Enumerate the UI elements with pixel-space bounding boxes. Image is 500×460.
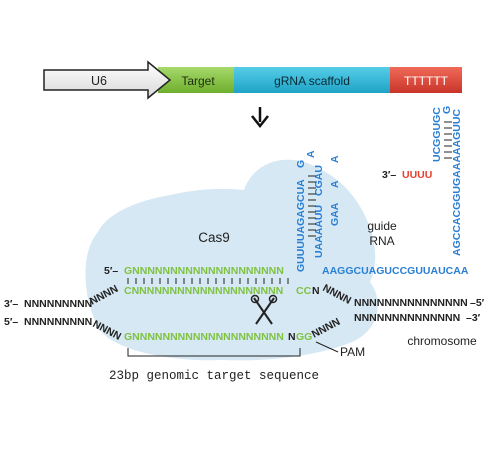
- loop2-left: UCGGUGC: [431, 107, 443, 162]
- u6-label: U6: [91, 74, 107, 88]
- pam-label: PAM: [340, 345, 365, 359]
- target-sequence-label: 23bp genomic target sequence: [109, 369, 319, 383]
- chromosome-label: chromosome: [407, 334, 477, 348]
- target-bracket: [127, 348, 301, 357]
- loop1-a-1: A: [305, 150, 317, 158]
- scissors-icon: [250, 294, 278, 325]
- pam-pointer: [315, 341, 339, 353]
- guide-tail-seq: AAGGCUAGUCCGUUAUCAA: [322, 265, 469, 277]
- u6-promoter-arrow: [43, 60, 172, 100]
- guide-spacer-seq: GNNNNNNNNNNNNNNNNNNNN: [124, 265, 284, 277]
- loop1-base-pairs: [308, 175, 316, 237]
- five-prime-guide: 5′–: [104, 265, 118, 277]
- expression-construct: U6 Target gRNA scaffold TTTTTT: [43, 60, 462, 100]
- bottom-strand-gg: GG: [296, 331, 312, 343]
- three-prime-grna: 3′–: [382, 169, 396, 181]
- loop2-g: G: [441, 106, 453, 114]
- guide-rna-label-2: RNA: [369, 234, 394, 248]
- loop1-gaa: GAA: [329, 202, 341, 226]
- target-label: Target: [181, 74, 215, 88]
- right-bottom-three-prime: –3′: [466, 312, 481, 324]
- terminator-segment: [390, 67, 462, 93]
- loop1-top-g: G: [295, 160, 307, 168]
- left-bottom-flank: NNNNNNNNN: [24, 316, 92, 328]
- cas9-protein: [85, 159, 378, 361]
- dna-bottom-strand: GNNNNNNNNNNNNNNNNNNNN N GG: [124, 331, 312, 343]
- loop1-a-3: A: [329, 180, 341, 188]
- top-strand-n: N: [312, 285, 320, 297]
- left-top-flank: NNNNNNNNN: [24, 298, 92, 310]
- right-top-flank: NNNNNNNNNNNNNNN: [354, 297, 468, 309]
- loop1-a-2: A: [329, 155, 341, 163]
- guide-dna-pairing: [127, 278, 289, 284]
- loop2-right: AGCCACGGUGAAAAAGUUC: [451, 109, 463, 256]
- loop1-left: GUUUUAGAGCUA: [295, 179, 307, 272]
- top-strand-green: CNNNNNNNNNNNNNNNNNNNN: [124, 285, 283, 297]
- scaffold-label: gRNA scaffold: [274, 74, 350, 88]
- dna-top-strand: CNNNNNNNNNNNNNNNNNNNN CC N: [124, 285, 320, 297]
- grna-structure: GUUUUAGAGCUA UAAAAUU G A CGAU A A GAA UC…: [295, 106, 469, 277]
- right-top-five-prime: –5′: [470, 297, 485, 309]
- loop1-cgau: CGAU: [313, 165, 325, 196]
- bottom-strand-green: GNNNNNNNNNNNNNNNNNNNN: [124, 331, 284, 343]
- left-bottom-five-prime: 5′–: [4, 316, 18, 328]
- left-top-three-prime: 3′–: [4, 298, 18, 310]
- cas9-label: Cas9: [198, 230, 230, 245]
- terminator-label: TTTTTT: [404, 74, 449, 88]
- bottom-strand-n: N: [288, 331, 296, 343]
- loop1-right: UAAAAUU: [313, 205, 325, 258]
- scaffold-segment: [234, 67, 390, 93]
- right-bottom-flank: NNNNNNNNNNNNNN: [354, 312, 460, 324]
- guide-rna-label: guide: [367, 219, 397, 233]
- loop2-base-pairs: [444, 121, 452, 159]
- down-arrow-icon: [251, 107, 269, 129]
- poly-u-tail: UUUU: [402, 169, 432, 181]
- top-strand-cc: CC: [296, 285, 312, 297]
